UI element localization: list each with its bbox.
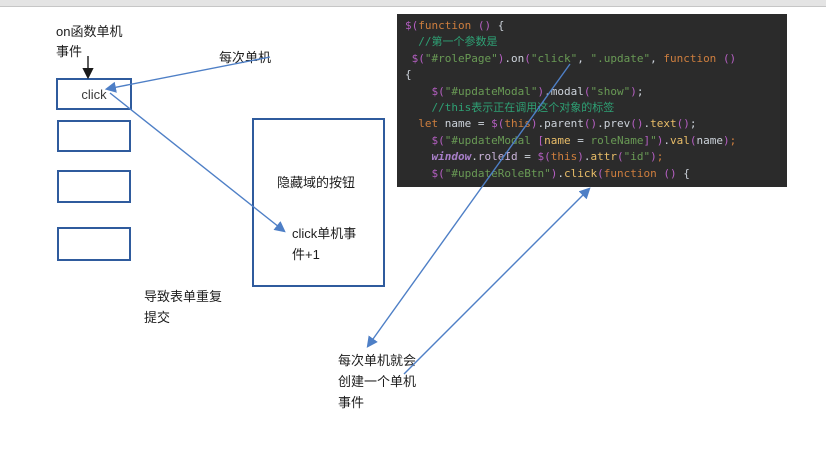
code-line: //this表示正在调用这个对象的标签 bbox=[405, 100, 615, 114]
window-top-edge bbox=[0, 0, 826, 7]
code-line: $("#updateModal").modal("show"); bbox=[431, 84, 644, 98]
click-event-box[interactable]: click bbox=[56, 78, 132, 110]
code-line: //第一个参数是 bbox=[405, 35, 498, 49]
repeat-submit-label[interactable]: 导致表单重复提交 bbox=[144, 289, 223, 325]
code-line: $(function () { bbox=[405, 19, 505, 32]
code-line: $("#updateRoleBtn").click(function () { bbox=[431, 166, 690, 180]
code-line: window.roleId = $(this).attr("id"); bbox=[431, 150, 664, 164]
note-to-code-click-arrow[interactable] bbox=[403, 187, 591, 375]
event-box-4[interactable] bbox=[57, 227, 131, 261]
code-line: $("#updateModal [name = roleName]").val(… bbox=[431, 133, 737, 147]
click-box-label: click bbox=[81, 86, 107, 102]
every-click-note-label[interactable]: 每次单机就会创建一个单机事件 bbox=[338, 353, 417, 410]
per-click-label[interactable]: 每次单机 bbox=[219, 50, 272, 65]
event-box-2[interactable] bbox=[57, 120, 131, 152]
code-line: let name = $(this).parent().prev().text(… bbox=[418, 117, 697, 131]
on-event-label[interactable]: on函数单机事件 bbox=[56, 24, 123, 59]
code-line: $("#rolePage").on("click", ".update", fu… bbox=[411, 51, 737, 65]
code-line: { bbox=[405, 68, 412, 82]
code-screenshot[interactable]: $(function () { //第一个参数是 $("#rolePage").… bbox=[397, 14, 787, 187]
click-increment-label[interactable]: click单机事件+1 bbox=[292, 226, 357, 262]
event-box-3[interactable] bbox=[57, 170, 131, 203]
hidden-button-label[interactable]: 隐藏域的按钮 bbox=[277, 175, 356, 190]
